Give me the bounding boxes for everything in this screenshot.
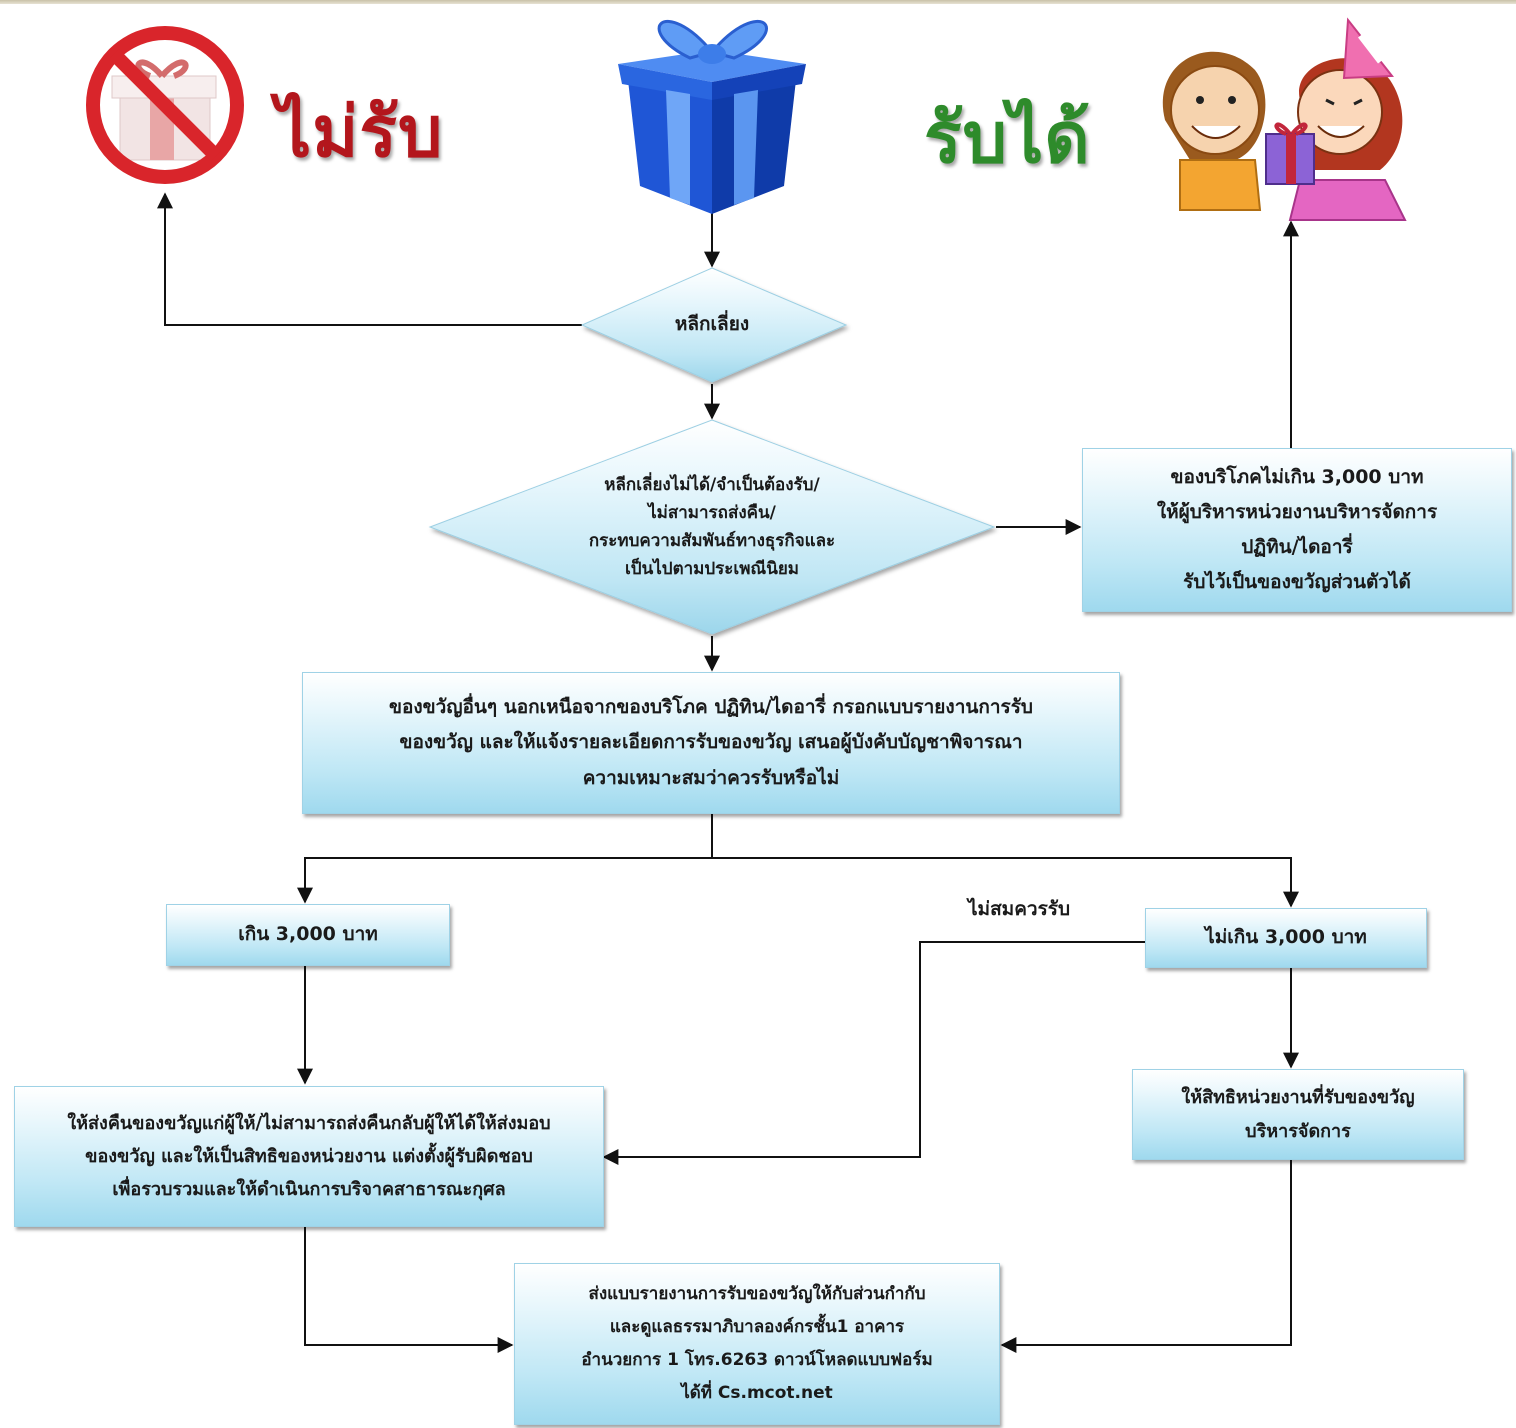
decision-avoid-diamond (580, 267, 848, 383)
decision-avoid-text: หลีกเลี่ยง (674, 313, 750, 336)
reject-title: ไม่รับ (276, 91, 444, 173)
under-3000-box: ไม่เกิน 3,000 บาท (1145, 908, 1427, 968)
arrow-avoid-to-reject (157, 192, 582, 326)
consumables-box: ของบริโภคไม่เกิน 3,000 บาท ให้ผู้บริหารห… (1082, 448, 1512, 612)
kids-exchanging-gift-icon (1162, 17, 1407, 221)
arrow-split-to-over-3000 (297, 857, 712, 904)
accept-title: รับได้ (924, 97, 1091, 179)
arrow-split-to-under-3000 (712, 857, 1299, 908)
arrow-under-3000-to-return (602, 941, 1145, 1165)
no-gift-icon (86, 26, 244, 184)
return-gift-box: ให้ส่งคืนของขวัญแก่ผู้ให้/ไม่สามารถส่งคื… (14, 1086, 604, 1227)
connectors (157, 192, 1299, 1353)
other-gifts-box: ของขวัญอื่นๆ นอกเหนือจากของบริโภค ปฏิทิน… (302, 672, 1120, 814)
over-3000-box: เกิน 3,000 บาท (166, 904, 450, 966)
decision-cannot-avoid-diamond (428, 419, 996, 635)
decision-cannot-avoid-text: หลีกเลี่ยงไม่ได้/จำเป็นต้องรับ/ ไม่สามาร… (588, 474, 836, 580)
arrow-unit-rights-to-report (1000, 1160, 1292, 1353)
unit-rights-box: ให้สิทธิหน่วยงานที่รับของขวัญ บริหารจัดก… (1132, 1069, 1464, 1160)
arrow-return-to-report (304, 1227, 514, 1353)
not-appropriate-label: ไม่สมควรรับ (968, 898, 1071, 920)
send-report-box: ส่งแบบรายงานการรับของขวัญให้กับส่วนกำกับ… (514, 1263, 1000, 1425)
top-border (0, 0, 1516, 4)
blue-gift-box-icon (618, 20, 806, 214)
